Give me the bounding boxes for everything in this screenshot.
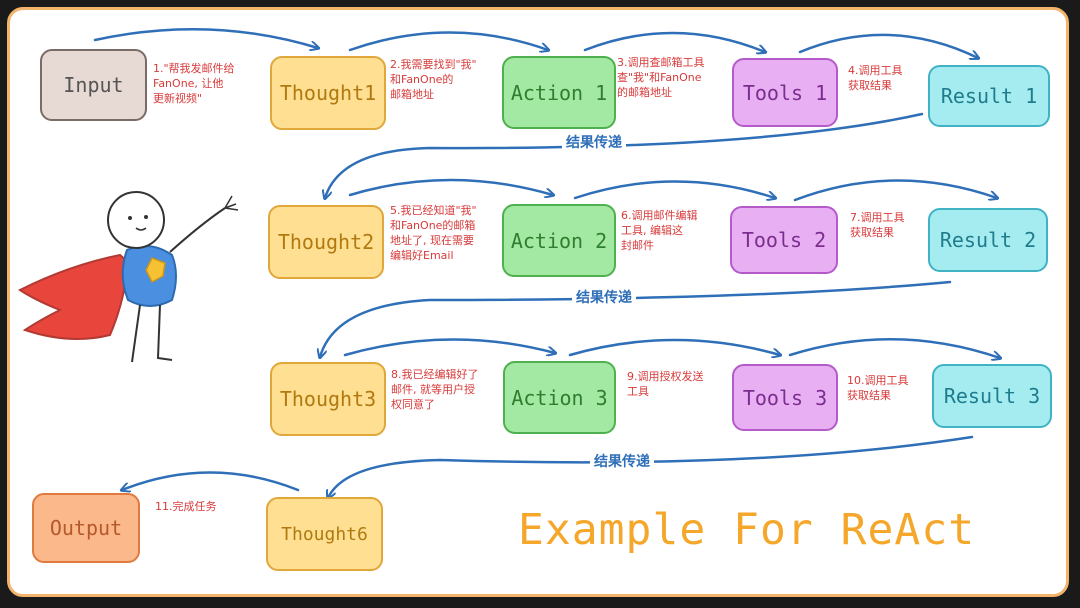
diagram-canvas: Input Thought1 Action 1 Tools 1 Result 1… bbox=[0, 0, 1080, 608]
superhero-icon bbox=[0, 0, 1080, 608]
